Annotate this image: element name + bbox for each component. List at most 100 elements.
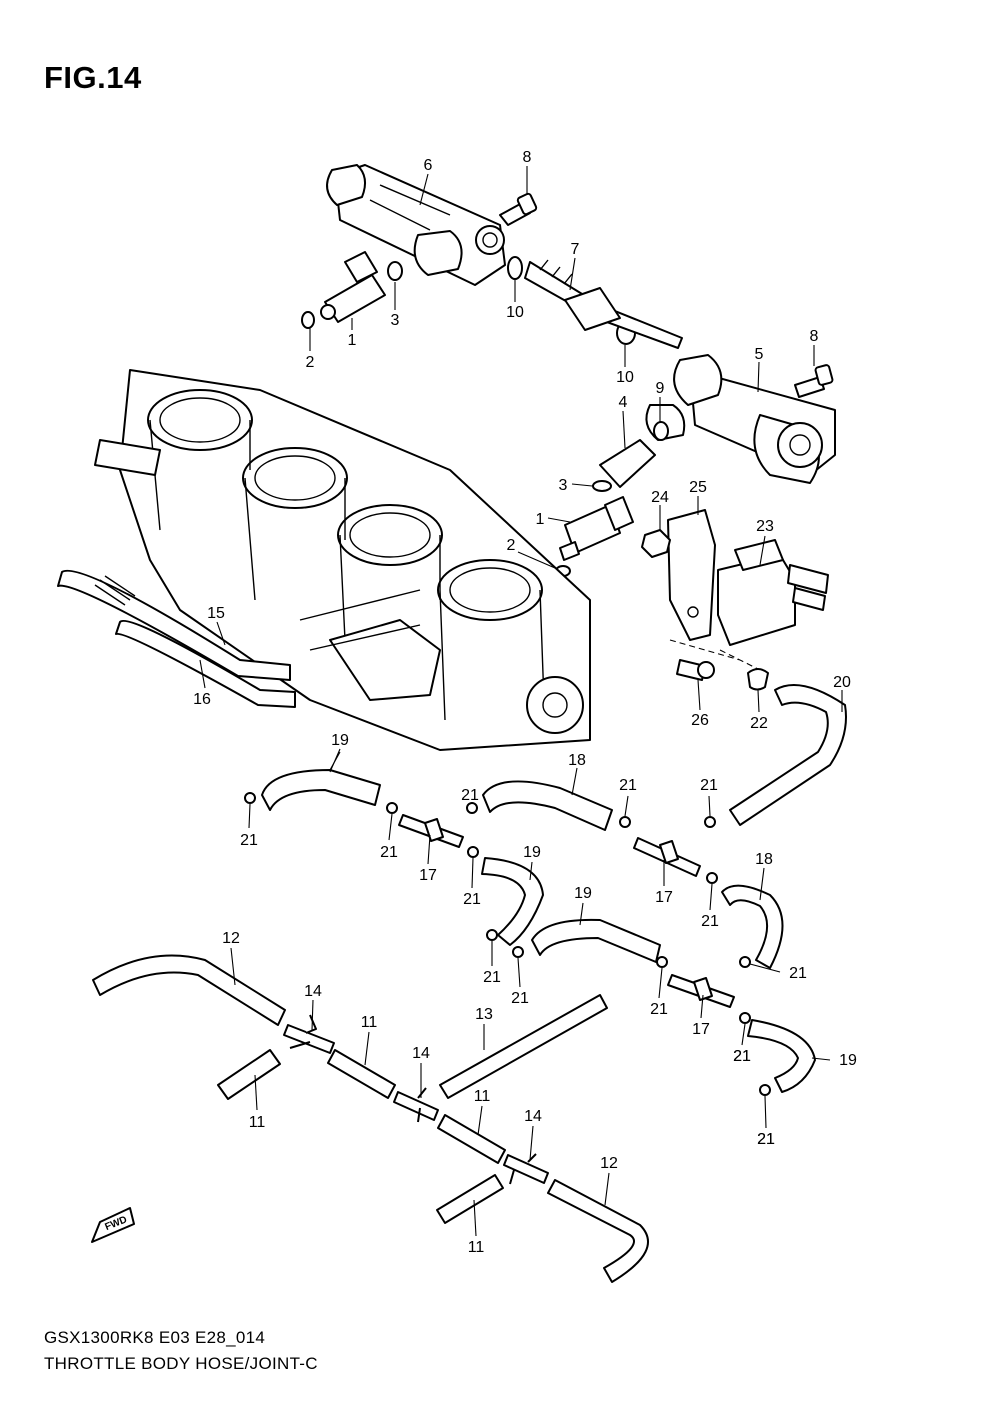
injector-adapter [599,439,656,488]
fuel-delivery-pipe-upper [326,164,506,286]
fuel-delivery-pipe-lower [645,354,836,484]
callout-19: 19 [523,844,541,861]
callout-21: 21 [619,777,637,794]
callout-21: 21 [701,913,719,930]
callout-16: 16 [193,691,211,708]
hose-13 [439,994,608,1099]
callout-21: 21 [700,777,718,794]
callout-21: 21 [463,891,481,908]
bolt-26 [676,659,706,681]
callout-20: 20 [833,674,851,691]
leader-lines [199,166,843,796]
callout-1: 1 [536,511,545,528]
callout-12: 12 [222,930,240,947]
cushion-upper [301,311,315,329]
callout-21: 21 [789,965,807,982]
solenoid-valve [717,539,829,646]
hose-11-d [436,1174,504,1224]
callout-4: 4 [619,394,628,411]
callout-17: 17 [692,1021,710,1038]
hose-18-b [721,884,784,969]
callout-26: 26 [691,712,709,729]
hose-16 [115,619,296,708]
nut [641,529,671,558]
callout-17: 17 [419,867,437,884]
callout-3: 3 [391,312,400,329]
leader-lines-lower [230,751,831,1237]
model-code-caption: GSX1300RK8 E03 E28_014 [44,1328,266,1347]
fuel-injector-upper [320,251,386,323]
callout-22: 22 [750,715,768,732]
callout-11: 11 [249,1114,266,1131]
callout-12: 12 [600,1155,618,1172]
callout-23: 23 [756,518,774,535]
callout-9: 9 [656,380,665,397]
callout-24: 24 [651,489,669,506]
callout-18: 18 [568,752,586,769]
hose-11-a [217,1049,281,1100]
clamp-22 [747,668,769,691]
callout-21: 21 [461,787,479,804]
callout-17: 17 [655,889,673,906]
callout-25: 25 [689,479,707,496]
joint-14-b [393,1087,439,1123]
callout-21: 21 [650,1001,668,1018]
hose-12-b [547,1179,649,1283]
joint-17-c [667,974,735,1008]
throttle-body-assembly [94,369,591,751]
hose-20 [729,684,847,826]
callout-21: 21 [733,1048,751,1065]
o-ring-lower [592,480,612,492]
hose-19-d [747,1019,816,1093]
callout-7: 7 [571,241,580,258]
callout-21: 21 [240,832,258,849]
hose-18-a [482,780,613,831]
callout-2: 2 [306,354,315,371]
callout-5: 5 [755,346,764,363]
callout-18: 18 [755,851,773,868]
joint-14-c [503,1153,549,1185]
callout-13: 13 [475,1006,493,1023]
callout-11: 11 [474,1088,491,1105]
callout-19: 19 [839,1052,857,1069]
hose-11-b [327,1049,396,1099]
callout-11: 11 [468,1239,485,1256]
diagram-description-caption: THROTTLE BODY HOSE/JOINT-C [44,1354,318,1373]
callout-1: 1 [348,332,357,349]
o-ring-10-upper [507,256,523,280]
callout-2: 2 [507,537,516,554]
callout-11: 11 [361,1014,378,1031]
callout-21: 21 [380,844,398,861]
callout-14: 14 [304,983,322,1000]
hose-15 [57,569,291,681]
callout-10: 10 [616,369,634,386]
callout-8: 8 [523,149,532,166]
callout-labels: 6 8 7 3 10 1 2 10 8 5 9 4 3 24 25 1 23 2… [193,149,857,1256]
callout-10: 10 [506,304,524,321]
joint-pipe [524,259,683,349]
hose-11-c [437,1114,506,1164]
clamps-21 [244,792,771,1096]
fuel-injector-lower [559,496,634,561]
forward-arrow-icon: FWD [91,1207,135,1243]
callout-19: 19 [574,885,592,902]
callout-14: 14 [524,1108,542,1125]
callout-19: 19 [331,732,349,749]
hose-12-a [92,954,286,1026]
callout-15: 15 [207,605,225,622]
callout-21: 21 [757,1131,775,1148]
callout-21: 21 [511,990,529,1007]
hose-19-a [261,769,381,811]
callout-3: 3 [559,477,568,494]
o-ring-9 [653,421,669,441]
callout-6: 6 [424,157,433,174]
callout-8: 8 [810,328,819,345]
o-ring-upper [387,261,403,281]
callout-21: 21 [733,1048,751,1065]
joint-14-a [283,1014,335,1054]
figure-title: FIG.14 [44,60,142,95]
callout-14: 14 [412,1045,430,1062]
callout-21: 21 [757,1131,775,1148]
